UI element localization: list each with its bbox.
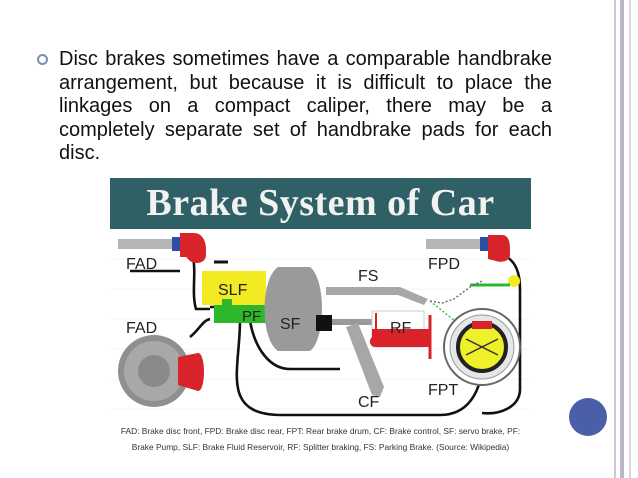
figure-caption: FAD: Brake disc front, FPD: Brake disc r… [110, 423, 531, 455]
figure-title: Brake System of Car [146, 182, 495, 224]
fpd-caliper [426, 235, 521, 287]
fpt-drum [443, 308, 521, 386]
brake-system-figure: Brake System of Car [110, 178, 531, 458]
fs-parking-lever [326, 287, 428, 305]
label-cf: CF [358, 394, 380, 411]
rf-splitter [369, 310, 432, 359]
label-fpt: FPT [428, 382, 458, 399]
cf-pedal [346, 323, 384, 397]
label-fpd: FPD [428, 256, 460, 273]
slide-nav-dot[interactable] [569, 398, 607, 436]
label-fs: FS [358, 268, 378, 285]
label-fad-bottom: FAD [126, 320, 157, 337]
border-line [614, 0, 616, 478]
label-pf: PF [242, 308, 261, 325]
bullet-circle-icon [37, 54, 48, 65]
fad-bottom-disc [118, 335, 204, 407]
pf-pump [214, 305, 278, 323]
bullet-item: Disc brakes sometimes have a comparable … [37, 48, 552, 166]
fad-top-caliper [118, 233, 206, 263]
slide-right-border [612, 0, 638, 478]
sf-servo [264, 267, 322, 351]
label-sf: SF [280, 316, 301, 333]
border-line [620, 0, 624, 478]
border-line [629, 0, 631, 478]
bullet-text: Disc brakes sometimes have a comparable … [59, 48, 552, 164]
label-slf: SLF [218, 282, 248, 299]
slf-reservoir [202, 271, 266, 305]
figure-title-bar [110, 178, 531, 229]
label-rf: RF [390, 320, 412, 337]
brake-system-diagram: FAD FAD SLF PF SF FS RF FPD FPT CF [110, 229, 531, 421]
caption-line-2: Brake Pump, SLF: Brake Fluid Reservoir, … [131, 442, 510, 452]
caption-line-1: FAD: Brake disc front, FPD: Brake disc r… [120, 426, 521, 436]
label-fad-top: FAD [126, 256, 157, 273]
